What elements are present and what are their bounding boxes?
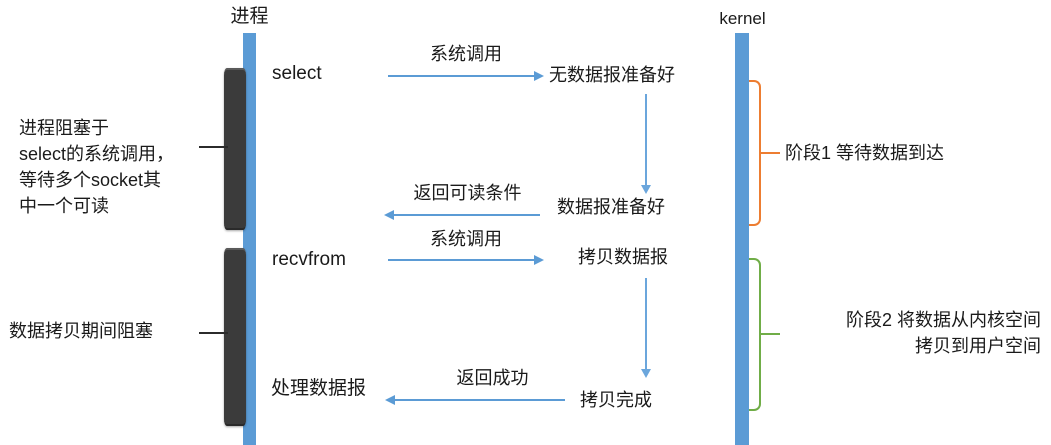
process-lifeline-bar — [243, 33, 256, 445]
message-arrow-syscall-recvfrom — [388, 259, 536, 261]
message-arrow-syscall-select — [388, 75, 536, 77]
phase-2-label: 阶段2 将数据从内核空间 拷贝到用户空间 — [845, 310, 1041, 356]
phase-1-brace-stem — [759, 152, 780, 154]
process-lifeline-label: 进程 — [230, 6, 269, 27]
kernel-state-datagram-ready: 数据报准备好 — [557, 197, 665, 217]
blocked-block-select — [224, 68, 246, 230]
phase-2-brace-stem — [759, 333, 780, 335]
call-label-process-data: 处理数据报 — [271, 378, 367, 399]
arrow-head-right-icon — [534, 255, 544, 265]
note-blocked-on-select: 进程阻塞于 select的系统调用， 等待多个socket其 中一个可读 — [19, 118, 175, 216]
message-label-return-readable: 返回可读条件 — [413, 183, 522, 203]
message-label-syscall-recvfrom: 系统调用 — [430, 229, 502, 249]
kernel-lifeline-label: kernel — [719, 9, 766, 28]
arrow-head-left-icon — [385, 395, 395, 405]
arrow-head-right-icon — [534, 71, 544, 81]
kernel-state-copying-datagram: 拷贝数据报 — [578, 247, 668, 267]
message-label-return-success: 返回成功 — [456, 368, 529, 388]
blocked-block-recvfrom — [224, 248, 246, 426]
message-label-syscall-select: 系统调用 — [430, 44, 502, 64]
arrow-head-down-icon — [641, 185, 651, 194]
leader-line-select — [199, 146, 228, 148]
note-blocked-on-copy: 数据拷贝期间阻塞 — [9, 321, 153, 341]
arrow-head-left-icon — [384, 210, 394, 220]
kernel-copy-arrow-line — [645, 278, 647, 370]
message-arrow-return-success — [393, 399, 565, 401]
kernel-state-no-datagram-ready: 无数据报准备好 — [549, 65, 675, 85]
call-label-select: select — [272, 63, 322, 84]
kernel-state-copy-complete: 拷贝完成 — [580, 390, 652, 410]
phase-1-label: 阶段1 等待数据到达 — [785, 143, 945, 163]
kernel-lifeline-bar — [735, 33, 749, 445]
call-label-recvfrom: recvfrom — [272, 249, 346, 270]
message-arrow-return-readable — [392, 214, 540, 216]
leader-line-copy — [199, 332, 228, 334]
kernel-wait-arrow-line — [645, 94, 647, 186]
arrow-head-down-icon — [641, 369, 651, 378]
